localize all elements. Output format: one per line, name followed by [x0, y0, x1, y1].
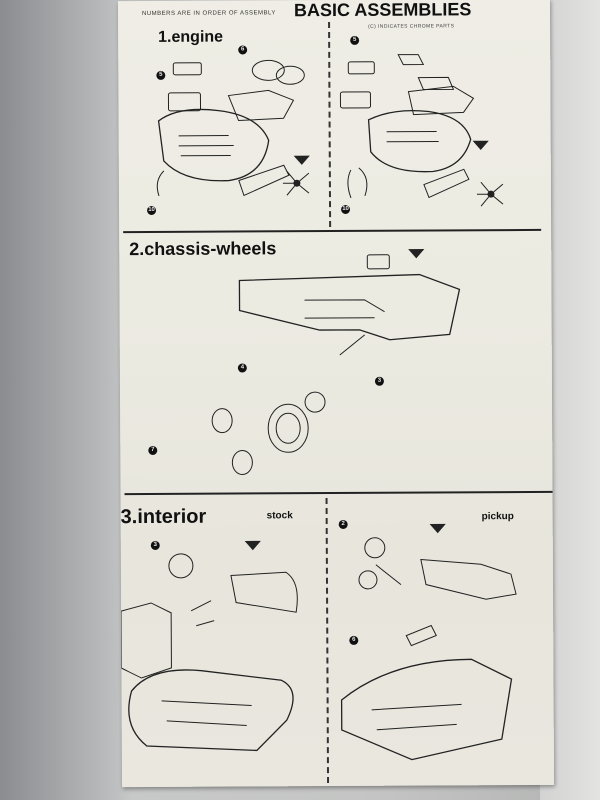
step-marker: 5	[350, 35, 360, 45]
step-marker: 3	[150, 540, 160, 550]
interior-pickup-diagram	[340, 523, 517, 761]
step-marker: 6	[349, 635, 359, 645]
step-marker: 4	[237, 363, 247, 373]
instruction-sheet: NUMBERS ARE IN ORDER OF ASSEMBLY BASIC A…	[117, 0, 555, 788]
step-marker: 3	[374, 376, 384, 386]
step-marker: 6	[238, 45, 248, 55]
step-marker: 2	[338, 519, 348, 529]
chassis-diagram	[211, 249, 461, 475]
engine-diagram-left	[156, 59, 310, 197]
step-marker: 7	[148, 445, 158, 455]
step-marker: 5	[156, 70, 166, 80]
step-marker: 10	[341, 204, 351, 214]
interior-stock-diagram	[120, 540, 298, 752]
engine-diagram-right	[339, 54, 504, 207]
step-marker: 10	[147, 205, 157, 215]
assembly-illustrations	[120, 54, 517, 761]
